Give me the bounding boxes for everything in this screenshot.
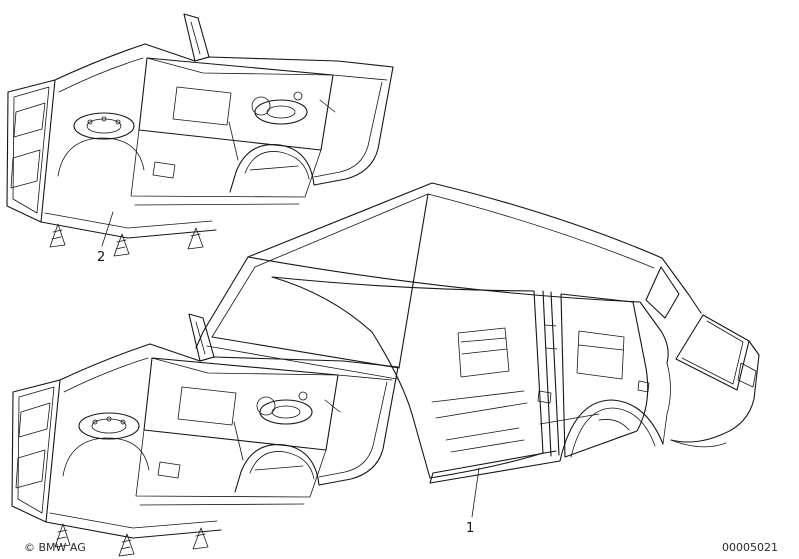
rear-door-aperture [560, 293, 649, 458]
rocker-panel [429, 450, 561, 484]
rear-bumper-edge [670, 439, 727, 448]
transmission-tunnel [431, 390, 528, 419]
drawing-number: 00005021 [722, 541, 778, 554]
front-body-section-shape [6, 13, 394, 257]
callout-2-leader-line [101, 211, 114, 247]
latch-bracket [537, 390, 552, 404]
floor-detail [445, 413, 600, 453]
latch-bracket [637, 380, 650, 393]
callout-2-label[interactable]: 2 [97, 250, 105, 265]
roof-near-rail [247, 256, 641, 303]
cowl-line [211, 336, 400, 369]
b-pillar [542, 290, 560, 457]
callout-1-leader-line [471, 467, 480, 518]
roof-far-rail [431, 182, 663, 259]
quarter-panel-edge [662, 362, 671, 445]
copyright-text: © BMW AG [24, 541, 86, 554]
rear-roof-edge [661, 257, 702, 314]
body-front-clip-shape [11, 313, 399, 557]
callout-1-label[interactable]: 1 [466, 521, 474, 536]
a-pillar-far [398, 193, 429, 369]
rear-seat-frame [576, 330, 625, 380]
tail-lamp-opening [737, 362, 757, 388]
callouts: 2 1 [97, 211, 480, 536]
front-door-aperture [271, 276, 544, 479]
body-shell-drawing [11, 182, 760, 557]
rear-inner-arch [598, 419, 630, 431]
trunk-aperture [675, 314, 750, 391]
c-pillar [639, 301, 669, 364]
quarter-window-aperture [645, 266, 680, 319]
front-seat-frame [457, 327, 510, 378]
rear-wheel-arch [559, 399, 664, 462]
front-body-section-drawing [6, 13, 394, 257]
windshield-header [247, 182, 433, 258]
tail-panel [670, 340, 760, 443]
a-pillar [195, 256, 249, 349]
